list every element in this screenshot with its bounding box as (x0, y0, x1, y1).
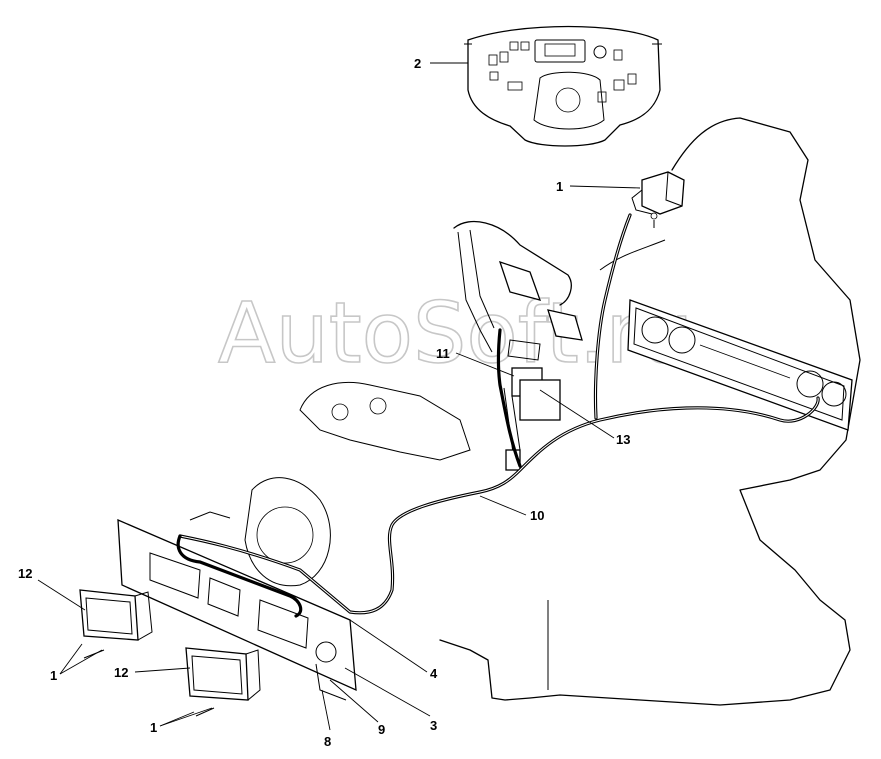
callout-10: 10 (530, 508, 544, 523)
steering-column (453, 220, 583, 361)
callout-4: 2 (414, 56, 421, 71)
callout-11: 11 (436, 346, 450, 361)
leader-lines (37, 62, 641, 731)
rear-light-bar (627, 299, 853, 431)
headlamp-lower (185, 647, 261, 717)
callout-3: 3 (430, 718, 437, 733)
relay-block (503, 367, 561, 471)
callout-labels: 2 1 11 13 10 4 3 9 8 12 12 1 1 (18, 56, 630, 749)
rear-work-lamp (631, 171, 685, 228)
callout-9: 9 (378, 722, 385, 737)
cable-harness (176, 213, 820, 618)
callout-1-upper: 1 (50, 668, 57, 683)
callout-13: 13 (616, 432, 630, 447)
callout-12-upper: 12 (18, 566, 32, 581)
engine-block (189, 382, 471, 587)
callout-2: 1 (556, 179, 563, 194)
callout-1-lower: 1 (150, 720, 157, 735)
cab-body-outline (439, 117, 861, 706)
watermark: AutoSoft.ru (218, 284, 693, 382)
callout-12-lower: 12 (114, 665, 128, 680)
callout-7: 4 (430, 666, 438, 681)
headlamp-upper (79, 589, 153, 659)
callout-8: 8 (324, 734, 331, 749)
dashboard-panel (464, 25, 662, 147)
front-light-bar (117, 518, 357, 701)
